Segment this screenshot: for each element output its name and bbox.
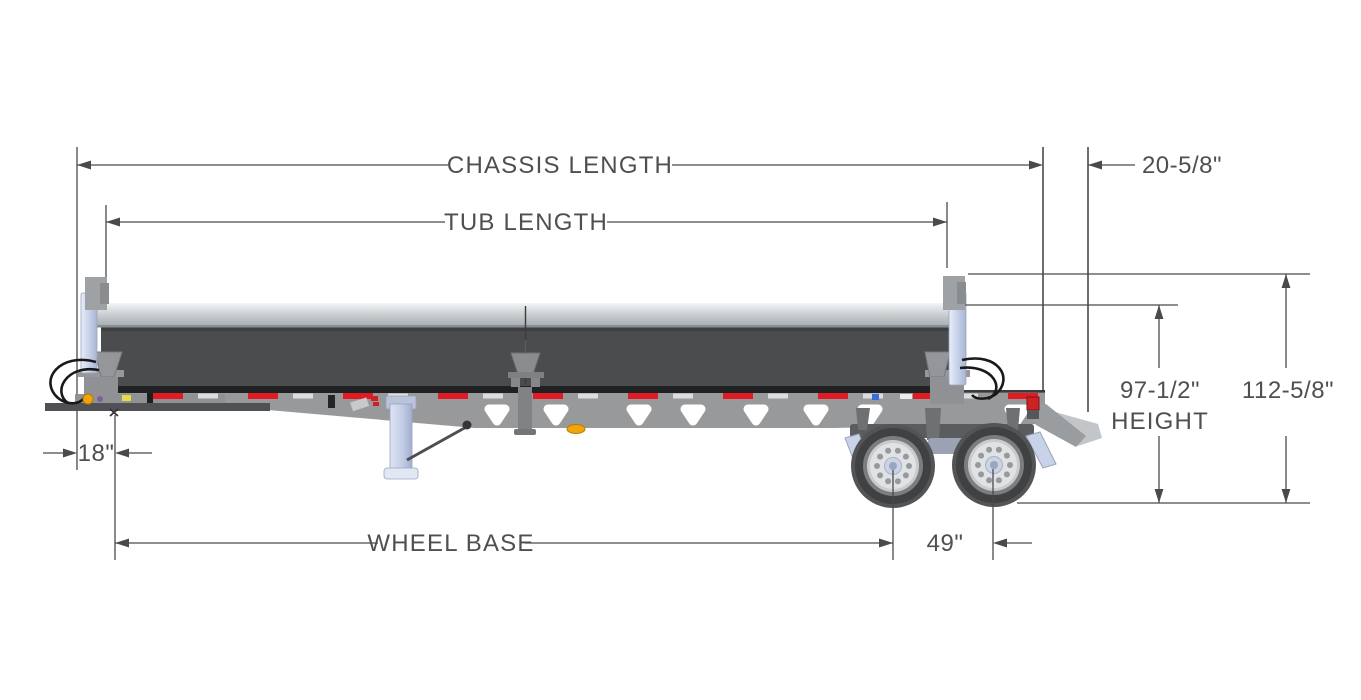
arrowhead	[1281, 274, 1291, 288]
arrowhead	[63, 448, 77, 458]
rear-overhang-value: 20-5/8"	[1142, 152, 1222, 179]
pivot-foot-left	[511, 378, 520, 387]
tub-body-top-shadow	[101, 327, 962, 331]
black-tick-mid	[328, 395, 335, 408]
rear-cross-arm	[925, 370, 970, 377]
arrowhead	[879, 538, 893, 548]
tub-length-label: TUB LENGTH	[444, 209, 608, 236]
jack-foot	[383, 467, 419, 480]
jack-crank-handle	[462, 420, 472, 430]
wheel-rear	[952, 423, 1036, 507]
rear-ramp	[1026, 396, 1102, 447]
axle-spacing-value: 49"	[927, 530, 964, 557]
landing-gear	[383, 395, 472, 480]
amber-marker-light	[566, 424, 586, 434]
rear-post-cap-notch	[957, 282, 966, 304]
dimension-chassis-length: CHASSIS LENGTH	[77, 152, 1043, 179]
arrowhead	[106, 217, 120, 227]
arrowhead	[115, 448, 129, 458]
flap-bracket-rear	[1025, 431, 1057, 469]
rear-hydraulic-hose-2	[959, 366, 998, 401]
arrowhead	[1154, 305, 1164, 319]
tail-light-bracket	[1027, 410, 1039, 419]
front-hydraulic-hose-2	[60, 367, 100, 405]
hanger-rear	[1006, 408, 1020, 430]
wheel-base-label: WHEEL BASE	[367, 530, 534, 557]
front-post-cap-notch	[100, 283, 109, 304]
arrowhead	[77, 160, 91, 170]
black-tick-front	[147, 392, 153, 403]
dimension-tub-height: 97-1/2" HEIGHT	[1111, 305, 1209, 503]
hanger-front	[856, 408, 870, 430]
yellow-sticker	[122, 395, 131, 401]
dimension-rear-overhang: 20-5/8"	[1088, 152, 1222, 179]
front-purple-marker	[97, 396, 103, 402]
ramp-flap	[1030, 404, 1086, 447]
dimension-tub-length: TUB LENGTH	[106, 209, 947, 236]
arrowhead	[115, 538, 129, 548]
hitch-point-marker	[109, 408, 119, 417]
tail-light	[1026, 396, 1040, 411]
center-pivot	[508, 340, 544, 435]
tub-top-rail-edge	[95, 325, 963, 328]
white-label	[900, 394, 912, 399]
lug-holes	[874, 447, 912, 485]
dimension-axle-spacing: 49"	[927, 530, 1032, 557]
chassis-length-label: CHASSIS LENGTH	[447, 152, 673, 179]
arrowhead	[933, 217, 947, 227]
tub	[95, 303, 963, 393]
pivot-stem-foot	[514, 429, 536, 435]
arrowhead	[993, 538, 1007, 548]
dimension-front-overhang: 18"	[43, 440, 152, 467]
front-amber-light	[82, 393, 94, 405]
trailer-drawing	[45, 276, 1102, 508]
red-sticker-b	[373, 402, 379, 406]
front-overhang-value: 18"	[78, 440, 115, 467]
dimension-annotations: CHASSIS LENGTH TUB LENGTH 20-5/8"	[43, 152, 1334, 560]
arrowhead	[1029, 160, 1043, 170]
dimension-wheel-base: WHEEL BASE	[115, 530, 893, 557]
arrowhead	[1281, 489, 1291, 503]
tub-height-word: HEIGHT	[1111, 408, 1209, 435]
blue-sticker	[872, 394, 879, 400]
rear-lift-post	[924, 276, 1005, 404]
hanger-mid	[925, 408, 941, 440]
hitch-plate	[45, 403, 270, 411]
tub-top-rail	[95, 303, 963, 327]
arrowhead	[1154, 489, 1164, 503]
pivot-stem	[518, 387, 532, 433]
wheel-front	[851, 424, 935, 508]
tub-height-value: 97-1/2"	[1120, 377, 1200, 404]
front-lift-post	[49, 277, 124, 405]
jack-crank-rod	[406, 424, 469, 462]
pivot-flange	[508, 372, 544, 378]
red-sticker-a	[371, 396, 378, 401]
pivot-foot-right	[531, 378, 540, 387]
dimension-overall-height: 112-5/8"	[1242, 274, 1334, 503]
reflective-tape	[153, 393, 1045, 399]
lug-holes	[975, 446, 1013, 484]
front-hydraulic-hose-1	[49, 358, 97, 405]
tilted-label	[350, 397, 370, 412]
extension-lines-front	[114, 415, 994, 560]
arrowhead	[1088, 160, 1102, 170]
overall-height-value: 112-5/8"	[1242, 377, 1334, 404]
height-extension-lines	[965, 273, 1310, 504]
extension-lines-behind	[76, 147, 1089, 470]
rear-hydraulic-hose-1	[961, 357, 1005, 400]
